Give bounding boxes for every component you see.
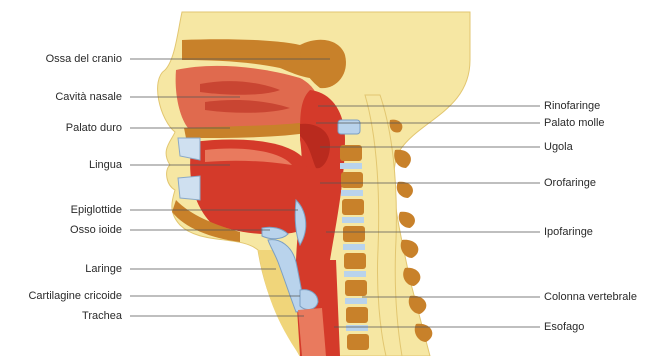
label-osso-ioide: Osso ioide [0, 224, 122, 237]
upper-teeth [178, 138, 200, 160]
label-laringe: Laringe [0, 263, 122, 276]
label-palato-molle: Palato molle [544, 117, 605, 130]
lower-teeth [178, 176, 200, 200]
label-trachea: Trachea [0, 310, 122, 323]
label-ipofaringe: Ipofaringe [544, 226, 593, 239]
label-ugola: Ugola [544, 141, 573, 154]
trachea [298, 308, 326, 356]
label-colonna-vertebrale: Colonna vertebrale [544, 291, 637, 304]
label-epiglottide: Epiglottide [0, 204, 122, 217]
label-esofago: Esofago [544, 321, 584, 334]
label-cartilagine-cricoide: Cartilagine cricoide [0, 290, 122, 303]
label-rinofaringe: Rinofaringe [544, 100, 600, 113]
label-orofaringe: Orofaringe [544, 177, 596, 190]
label-palato-duro: Palato duro [0, 122, 122, 135]
label-cavita-nasale: Cavità nasale [0, 91, 122, 104]
label-lingua: Lingua [0, 159, 122, 172]
label-ossa-del-cranio: Ossa del cranio [0, 53, 122, 66]
